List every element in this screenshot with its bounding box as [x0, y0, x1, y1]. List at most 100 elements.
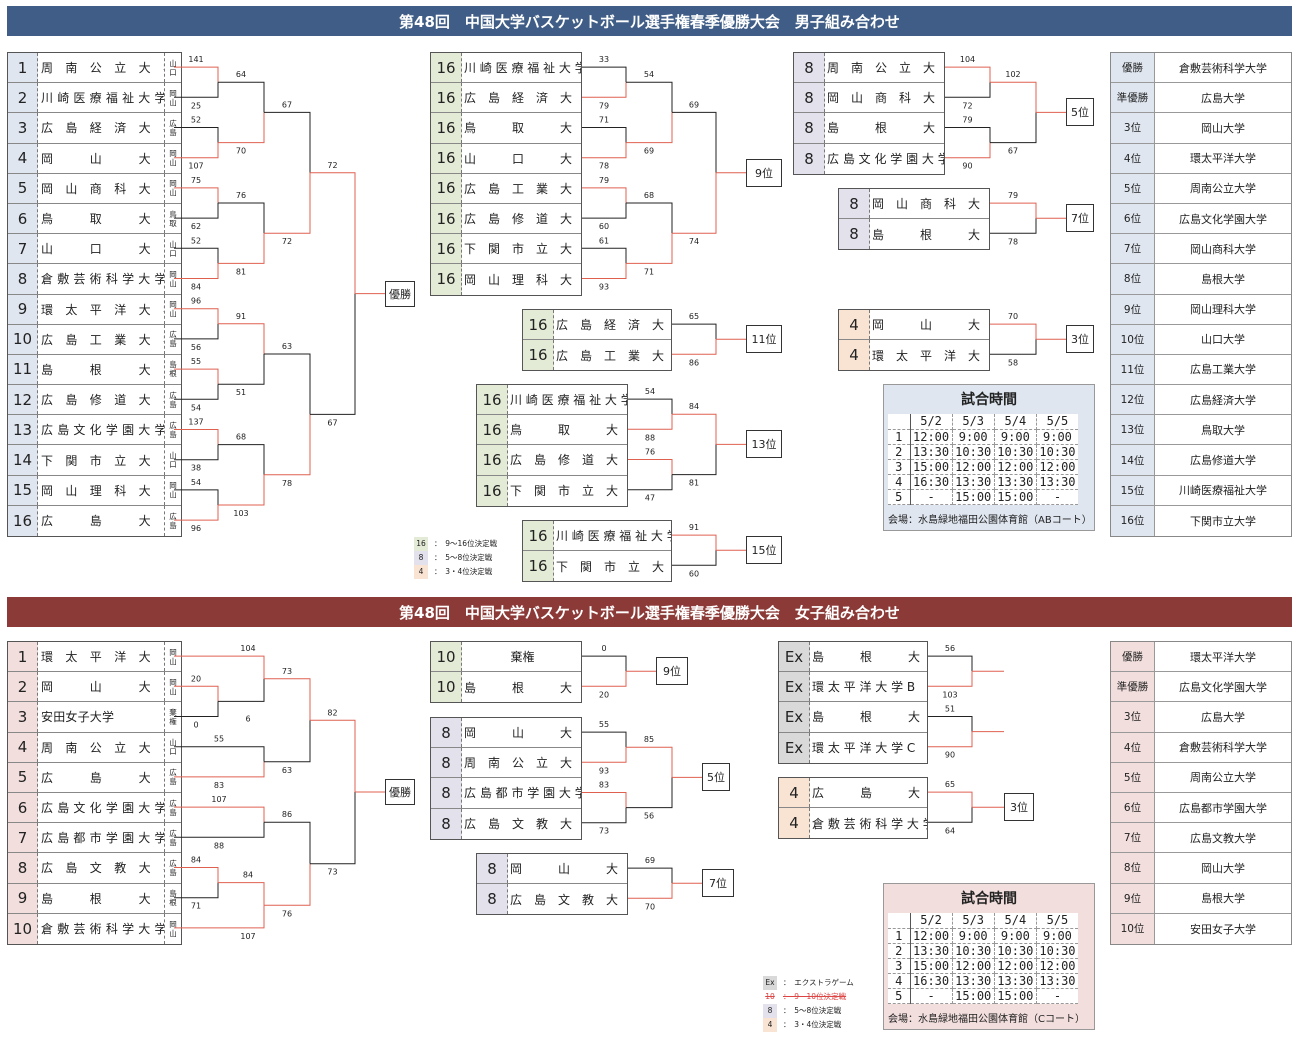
women-result-rank: 6位	[1111, 792, 1155, 823]
women-result-row: 5位周南公立大学	[1111, 762, 1291, 793]
women-b5-r2-score-top: 85	[644, 735, 654, 744]
men-b16-team-name: 山 口 大 学	[464, 151, 581, 166]
men-b16-seed: 16	[431, 83, 462, 113]
men-b7-team-name: 岡 山 商 科 大 学	[872, 197, 989, 212]
men-b8-r1-score-bot: 72	[962, 101, 972, 110]
men-team-name: 岡 山 理 科 大 学	[38, 475, 164, 505]
women-team-name: 広 島 文 教 大 学	[38, 853, 164, 883]
men-b16-row: 16下 関 市 立 大 学	[431, 234, 581, 265]
men-b11-m-score-bot: 86	[689, 358, 699, 367]
women-legend-item: 4： 3・4位決定戦	[763, 1018, 854, 1032]
women-b5-team-name: 広 島 文 教 大 学	[464, 817, 581, 832]
women-ex-team-name: 環 太 平 洋 大 学 C	[812, 741, 916, 756]
men-b7-team-name: 島 根 大 学	[872, 227, 989, 242]
men-result-rank: 9位	[1111, 294, 1155, 324]
men-b13-row: 16広 島 修 道 大 学	[477, 445, 627, 476]
men-legend-item: 16： 9～16位決定戦	[414, 537, 497, 551]
men-b16-r3-score-top: 69	[689, 100, 699, 109]
women-result-team: 環太平洋大学	[1190, 650, 1256, 664]
women-team-number: 9	[8, 883, 38, 913]
women-ex-row: Ex島 根 大 学	[779, 642, 927, 673]
men-banner: 第48回 中国大学バスケットボール選手権春季優勝大会 男子組み合わせ	[7, 6, 1292, 36]
women-result-rank: 準優勝	[1111, 672, 1155, 702]
men-b13-r1-top	[628, 398, 673, 415]
men-result-team: 島根大学	[1201, 272, 1245, 286]
men-b16-r2-bot	[626, 233, 673, 264]
men-b8-seed: 8	[794, 143, 825, 174]
women-b3-team-name: 倉 敷 芸 術 科 学 大 学	[812, 816, 927, 831]
women-result-team: 倉敷芸術科学大学	[1179, 741, 1267, 755]
women-b9-team-name: 島 根 大 学	[464, 680, 581, 695]
women-b5-seed: 8	[431, 748, 462, 778]
men-team-number: 6	[8, 203, 38, 234]
women-result-row: 6位広島都市学園大学	[1111, 792, 1291, 824]
women-r1c-bot	[174, 822, 265, 838]
men-team-number: 16	[8, 505, 38, 536]
women-b5-seed: 8	[431, 808, 462, 839]
women-r2a-bot	[264, 720, 311, 763]
men-r1-score-bot: 96	[191, 524, 201, 533]
women-team-pref: 広島	[164, 792, 181, 823]
men-b16-seed: 16	[431, 143, 462, 173]
women-r2a-bot	[218, 678, 265, 702]
men-team-pref: 山口	[164, 234, 181, 264]
women-team-number: 3	[8, 702, 38, 732]
women-team-pref: 山口	[164, 732, 181, 762]
men-r1-bot	[174, 203, 219, 219]
women-b9-m-bot	[582, 671, 627, 687]
men-b13-seed: 16	[477, 445, 508, 475]
men-b3-m-bot	[990, 339, 1037, 355]
men-r2-top	[218, 444, 265, 475]
women-ex-r1-top	[928, 655, 973, 672]
women-ex-r2-score-bot: 90	[945, 751, 955, 760]
women-team-number: 10	[8, 913, 38, 944]
men-r2-top	[218, 323, 265, 354]
men-b16-r2-score-top: 54	[644, 70, 654, 79]
men-team-pref: 岡山	[164, 264, 181, 294]
women-r1d-score-bot: 71	[191, 902, 201, 911]
women-r2c-top	[218, 882, 265, 906]
men-b7-m-bot	[990, 218, 1037, 234]
men-r2-score-top: 76	[236, 191, 246, 200]
men-b13-team-name: 鳥 取 大 学	[510, 423, 627, 438]
men-b8-seed: 8	[794, 53, 825, 83]
men-result-rank: 7位	[1111, 234, 1155, 264]
women-champion-box: 優勝	[385, 779, 415, 805]
men-r3-bot	[264, 414, 311, 476]
men-team-pref: 山口	[164, 53, 181, 83]
women-result-team: 安田女子大学	[1190, 922, 1256, 936]
men-result-row: 優勝倉敷芸術科学大学	[1111, 53, 1291, 84]
women-team-number: 4	[8, 732, 38, 762]
women-team-name: 倉 敷 芸 術 科 学 大 学	[38, 913, 164, 944]
men-b3-team-name: 岡 山 大 学	[872, 318, 989, 333]
men-b13-row: 16鳥 取 大 学	[477, 415, 627, 446]
women-b5-r2-bot	[626, 777, 673, 809]
men-team-row: 16広 島 大 学広島	[8, 505, 181, 536]
women-schedule-title: 試合時間	[961, 891, 1017, 907]
men-result-team: 鳥取大学	[1201, 423, 1245, 437]
women-result-team: 周南公立大学	[1190, 771, 1256, 785]
women-b9-m-score-bot: 20	[599, 690, 609, 699]
women-team-pref: 広島	[164, 823, 181, 853]
men-r1-score-bot: 56	[191, 343, 201, 352]
men-r1-top	[174, 429, 219, 445]
men-team-pref: 鳥取	[164, 203, 181, 234]
men-team-name: 広 島 文 化 学 園 大 学	[38, 415, 164, 445]
women-b7-row: 8岡 山 大 学	[477, 854, 627, 885]
men-result-team: 周南公立大学	[1190, 182, 1256, 196]
women-team-name: 環 太 平 洋 大 学	[38, 642, 164, 672]
men-b16-r1-score-bot: 60	[599, 222, 609, 231]
women-result-row: 4位倉敷芸術科学大学	[1111, 732, 1291, 763]
men-b13-team-name: 川 崎 医 療 福 祉 大 学	[510, 393, 627, 408]
men-b15-m-bot	[672, 550, 717, 566]
men-team-pref: 岡山	[164, 294, 181, 324]
women-result-team: 広島文教大学	[1190, 831, 1256, 845]
men-b16-seed: 16	[431, 203, 462, 234]
women-b5-seed: 8	[431, 718, 462, 748]
